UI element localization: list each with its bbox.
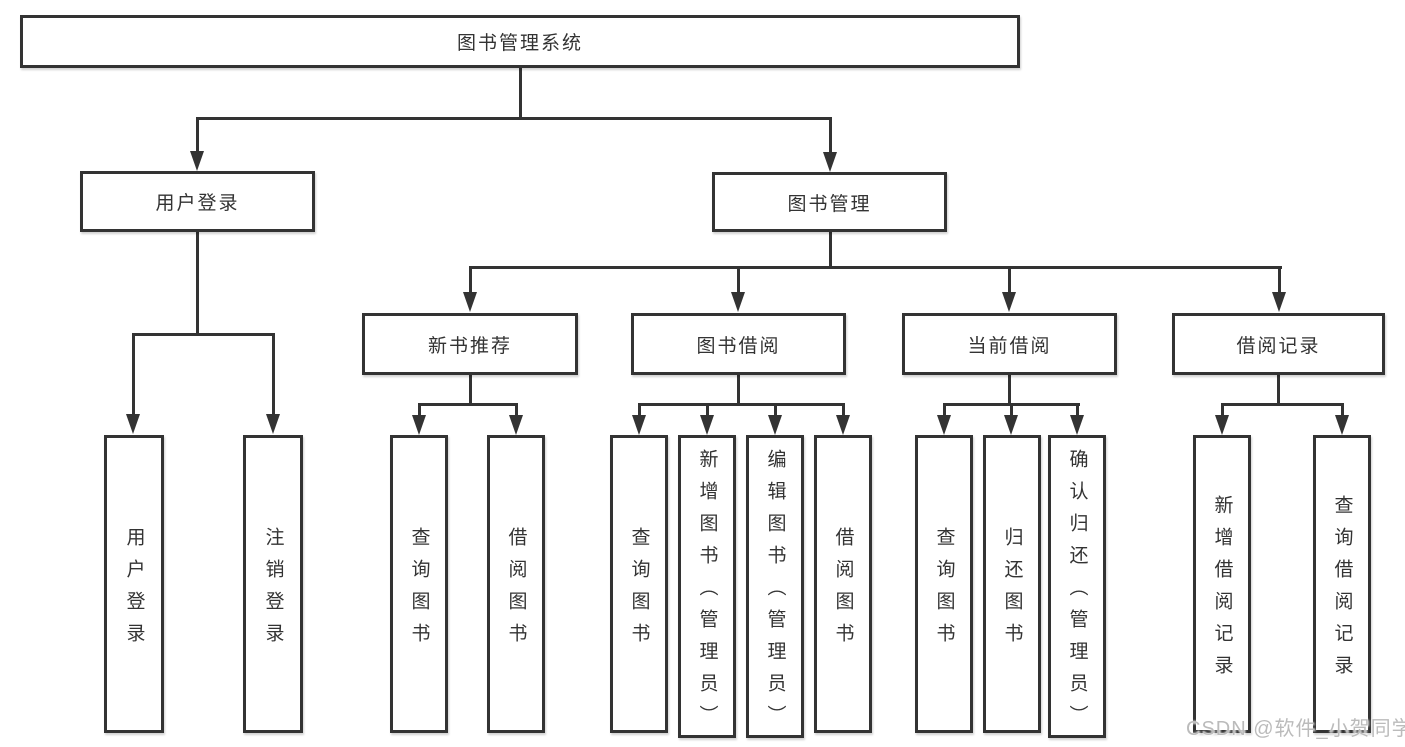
connector-line [515,403,518,415]
leaf-label: 查询图书 [408,526,430,655]
arrowhead-icon [700,415,714,435]
leaf-query-books-borrowing: 查询图书 [610,435,668,733]
arrowhead-icon [1335,415,1349,435]
arrowhead-icon [823,152,837,172]
node-borrowing-records: 借阅记录 [1172,313,1385,375]
connector-line [1008,375,1011,405]
leaf-label: 查询借阅记录 [1331,494,1353,687]
leaf-label: 借阅图书 [505,526,527,655]
connector-line [196,117,832,120]
arrowhead-icon [190,151,204,171]
leaf-label: 确认归还（管理员） [1066,449,1088,737]
leaf-label: 编辑图书（管理员） [764,449,786,737]
node-library-management-system: 图书管理系统 [20,15,1020,68]
connector-line [196,117,199,151]
arrowhead-icon [412,415,426,435]
leaf-label: 借阅图书 [832,526,854,655]
connector-line [272,333,275,414]
connector-line [196,232,199,336]
arrowhead-icon [731,292,745,312]
node-book-borrowing: 图书借阅 [631,313,846,375]
leaf-query-books-recommend: 查询图书 [390,435,448,733]
connector-line [737,266,740,292]
connector-line [1076,403,1079,415]
connector-line [774,403,777,415]
leaf-add-books-admin: 新增图书（管理员） [678,435,736,738]
leaf-borrow-books-recommend: 借阅图书 [487,435,545,733]
arrowhead-icon [632,415,646,435]
arrowhead-icon [768,415,782,435]
node-user-login: 用户登录 [80,171,315,232]
connector-line [519,68,522,118]
leaf-query-borrow-record: 查询借阅记录 [1313,435,1371,733]
leaf-return-books: 归还图书 [983,435,1041,733]
connector-line [469,375,472,405]
leaf-label: 注销登录 [262,526,284,655]
connector-line [1221,403,1344,406]
connector-line [1278,266,1281,292]
leaf-edit-books-admin: 编辑图书（管理员） [746,435,804,738]
connector-line [829,117,832,152]
node-new-book-recommendation: 新书推荐 [362,313,578,375]
connector-line [418,403,518,406]
arrowhead-icon [266,414,280,434]
arrowhead-icon [937,415,951,435]
leaf-label: 查询图书 [933,526,955,655]
leaf-label: 归还图书 [1001,526,1023,655]
connector-line [1008,266,1011,292]
arrowhead-icon [1215,415,1229,435]
connector-line [132,333,275,336]
arrowhead-icon [509,415,523,435]
arrowhead-icon [1002,292,1016,312]
connector-line [638,403,845,406]
leaf-add-borrow-record: 新增借阅记录 [1193,435,1251,733]
leaf-borrow-books-borrowing: 借阅图书 [814,435,872,733]
leaf-confirm-return-admin: 确认归还（管理员） [1048,435,1106,738]
connector-line [469,266,472,292]
connector-line [1221,403,1224,415]
connector-line [829,232,832,269]
connector-line [418,403,421,415]
node-book-management: 图书管理 [712,172,947,232]
connector-line [737,375,740,405]
connector-line [842,403,845,415]
connector-line [943,403,946,415]
leaf-user-login: 用户登录 [104,435,164,733]
arrowhead-icon [1272,292,1286,312]
leaf-label: 用户登录 [123,526,145,655]
arrowhead-icon [463,292,477,312]
connector-line [132,333,135,414]
node-current-borrowing: 当前借阅 [902,313,1117,375]
leaf-label: 查询图书 [628,526,650,655]
leaf-query-books-current: 查询图书 [915,435,973,733]
connector-line [1277,375,1280,405]
connector-line [1341,403,1344,415]
connector-line [638,403,641,415]
csdn-watermark: CSDN @软件_小贺同学 [1186,718,1405,740]
arrowhead-icon [836,415,850,435]
leaf-label: 新增借阅记录 [1211,494,1233,687]
connector-line [1010,403,1013,415]
arrowhead-icon [126,414,140,434]
connector-line [706,403,709,415]
arrowhead-icon [1070,415,1084,435]
arrowhead-icon [1004,415,1018,435]
leaf-logout: 注销登录 [243,435,303,733]
leaf-label: 新增图书（管理员） [696,449,718,737]
connector-line [469,266,1282,269]
